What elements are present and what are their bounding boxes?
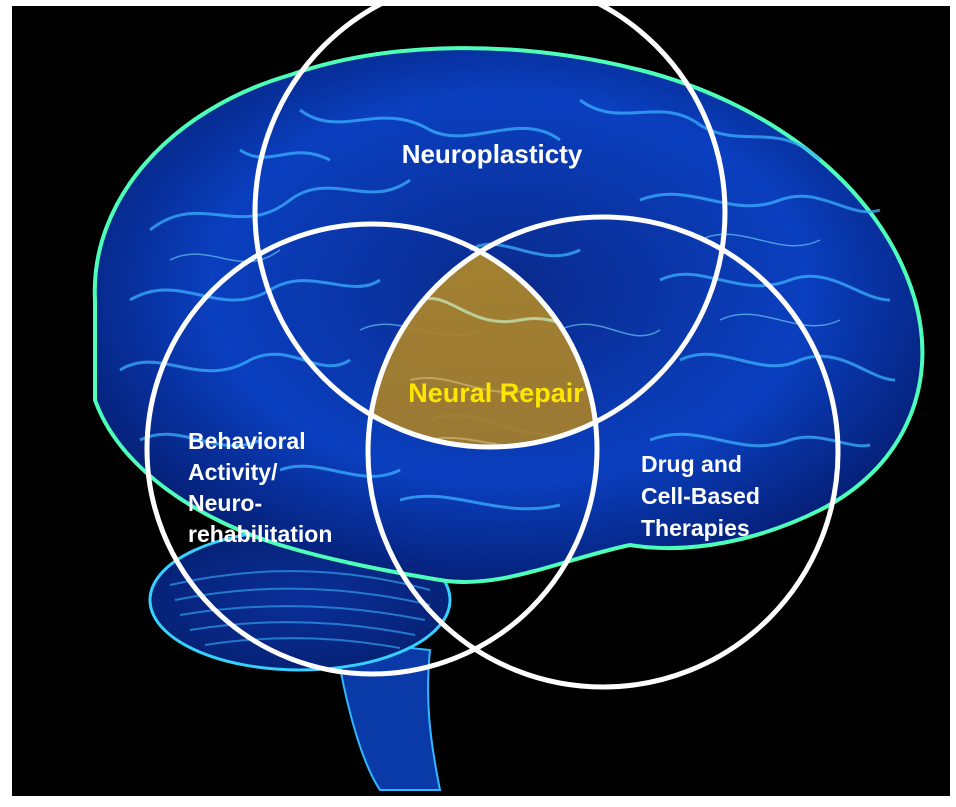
label-neural-repair: Neural Repair [408,378,584,408]
label-neuroplasticity: Neuroplasticty [402,139,583,169]
label-drug-cell-therapies: Drug and Cell-Based Therapies [641,451,766,541]
